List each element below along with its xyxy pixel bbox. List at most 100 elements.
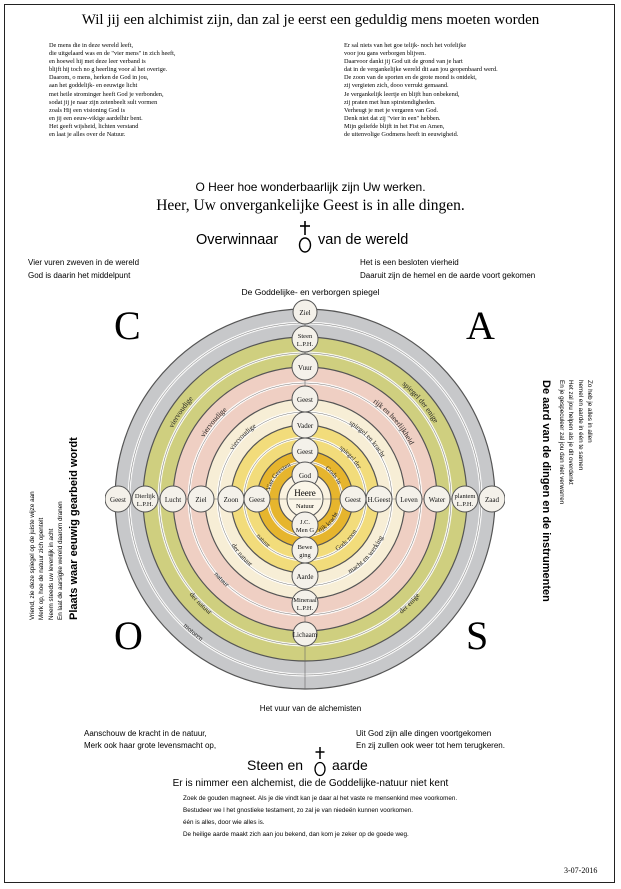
- line-left-2: God is daarin het middelpunt: [28, 271, 131, 280]
- node-label: Leven: [400, 496, 418, 504]
- line-left-1: Vier vuren zweven in de wereld: [28, 258, 140, 267]
- bottom-right-2: En zij zullen ook weer tot hem terugkere…: [356, 741, 505, 750]
- vertical-node: Vuur: [291, 353, 319, 381]
- node-label: Ziel: [299, 309, 310, 317]
- left-side-line: Neem steeds uw levenlijk in acht: [47, 528, 55, 620]
- steen-left: Steen en: [247, 757, 304, 773]
- horizontal-left-node: Zoon: [217, 485, 245, 513]
- vertical-node: Geest: [291, 437, 319, 465]
- overwinnaar-right: van de wereld: [318, 232, 409, 248]
- center-label: Natuur: [296, 503, 315, 510]
- node-label: Geest: [345, 496, 361, 504]
- spiegel-title: De Goddelijke- en verborgen spiegel: [241, 287, 380, 297]
- node-label: Steen: [298, 333, 313, 340]
- final-line: De heilige aarde maakt zich aan jou beke…: [183, 831, 409, 838]
- poem-right-line: voor jou gans verborgen blijven.: [344, 50, 426, 58]
- node-label: Men G: [296, 527, 315, 534]
- letter-s: S: [466, 613, 489, 658]
- horizontal-right-node: Zaad: [478, 485, 505, 513]
- vuur-caption: Het vuur van de alchemisten: [259, 704, 362, 713]
- horizontal-right-node: Water: [423, 485, 451, 513]
- right-side-line: hemel en aarde in één te samen: [576, 380, 584, 471]
- horizontal-left-node: Ziel: [187, 485, 215, 513]
- poem-left: De mens die in deze wereld leeft,die uit…: [49, 42, 175, 139]
- final-lines: Zoek de gouden magneet. Als je die vindt…: [183, 793, 457, 841]
- poem-right-line: De zoon van de sporten en de grote mond …: [344, 74, 477, 82]
- poem-left-line: zoals Hij een visioning God is: [49, 106, 126, 114]
- poem-right: Er sal niets van het goe telijk- noch he…: [344, 42, 498, 139]
- bottom-left-2: Merk ook haar grote levensmacht op,: [84, 741, 217, 750]
- line-right-1: Het is een besloten vierheid: [360, 258, 459, 267]
- alchemy-wheel: ZielSteenL.P.H.VuurGeestVaderGeestGodHee…: [105, 299, 505, 690]
- poem-right-line: Er sal niets van het goe telijk- noch he…: [344, 42, 467, 49]
- bottom-right-1: Uit God zijn alle dingen voortgekomen: [356, 729, 492, 738]
- right-side-bold: De aard van de dingen en de instrumenten: [540, 380, 553, 602]
- poem-right-line: Mijn geliefde blijft in het Fist en Amen…: [344, 122, 445, 130]
- node-label: plantem: [455, 493, 476, 500]
- vertical-node: Aarde: [291, 562, 319, 590]
- vertical-node: Vader: [291, 411, 319, 439]
- node-label: Zoon: [224, 496, 239, 504]
- nimmer-line: Er is nimmer een alchemist, die de Godde…: [172, 778, 449, 789]
- node-label: Geest: [110, 496, 126, 504]
- vertical-node: J.C.Men G: [291, 511, 319, 539]
- poem-right-line: Je vergankelijk leertje en blijft hun on…: [344, 90, 460, 98]
- left-side-line: En laat de aarsigke wereld daarom dranen: [57, 501, 65, 620]
- poem-right-line: Verheugt je met je vergaren van God.: [344, 106, 439, 114]
- left-side-block: Vriend, zie deze spiegel op de juiste wi…: [28, 380, 80, 620]
- horizontal-right-node: Geest: [339, 485, 367, 513]
- node-label: Lucht: [165, 496, 181, 504]
- poem-left-line: Daarom, o mens, herken de God in jou,: [49, 74, 149, 82]
- node-label: Vuur: [298, 364, 313, 372]
- vertical-node: Ziel: [292, 299, 318, 325]
- node-label: Water: [429, 496, 446, 504]
- poem-left-line: die uitgelaard was en de "vier mens" in …: [49, 50, 176, 58]
- node-label: Geest: [297, 448, 313, 456]
- node-label: Mineraal: [293, 597, 317, 604]
- cross-symbol-icon: [314, 747, 326, 777]
- steen-right: aarde: [332, 757, 368, 773]
- prayer-line-1: O Heer hoe wonderbaarlijk zijn Uw werken…: [195, 180, 426, 194]
- right-side-line: Zo heb je alles in allen: [586, 380, 593, 443]
- poem-left-line: Het geeft wijsheid, lichten verstand: [49, 122, 139, 130]
- node-label: Vader: [297, 422, 314, 430]
- date-label: 3-07-2016: [564, 866, 598, 875]
- node-label: Aarde: [296, 573, 313, 581]
- bottom-left-1: Aanschouw de kracht in de natuur,: [84, 729, 207, 738]
- horizontal-left-node: Geest: [243, 485, 271, 513]
- final-line: Bestudeer we l het gnostieke testament, …: [183, 807, 413, 814]
- poem-right-line: de uitenvolige Godmens heeft in eeuwighe…: [344, 131, 459, 139]
- prayer-line-2: Heer, Uw onvergankelijke Geest is in all…: [156, 197, 465, 214]
- node-label: Geest: [249, 496, 265, 504]
- node-label: Geest: [297, 396, 313, 404]
- horizontal-left-node: Geest: [105, 485, 132, 513]
- node-label: L.P.H.: [297, 605, 314, 612]
- poem-left-line: De mens die in deze wereld leeft,: [49, 42, 134, 49]
- letter-o: O: [114, 613, 143, 658]
- node-label: H.Geest: [368, 496, 391, 504]
- node-label: L.P.H.: [297, 341, 314, 348]
- cross-symbol-icon: [298, 221, 312, 253]
- horizontal-right-node: Leven: [395, 485, 423, 513]
- node-label: Lichaam: [293, 631, 318, 639]
- node-label: L.P.H.: [137, 501, 154, 508]
- poem-left-line: en laat je alles over de Natuur.: [49, 131, 126, 139]
- letter-c: C: [114, 303, 141, 348]
- poem-right-line: dat in de vergankelijke wereld dit aan j…: [344, 66, 498, 74]
- final-line: één is alles, door wie alles is.: [183, 819, 265, 826]
- node-label: Ziel: [195, 496, 206, 504]
- right-side-line: Het zal jou helpen als je dit overdenkt: [567, 380, 575, 485]
- center-label: Heere: [294, 488, 315, 498]
- poem-right-line: Daarvoor dankt jij God uit de grond van …: [344, 58, 463, 66]
- poem-left-line: met heile strominger heeft God je verbon…: [49, 90, 164, 98]
- page-border: [4, 4, 615, 883]
- poem-left-line: sodat jij je naar zijn zetenbeelt sult v…: [49, 98, 158, 106]
- letter-a: A: [466, 303, 495, 348]
- left-side-bold: Plaats waar eeuwig gearbeid wordt: [67, 437, 80, 620]
- poem-left-line: en hoewel hij met deze leer verband is: [49, 58, 146, 66]
